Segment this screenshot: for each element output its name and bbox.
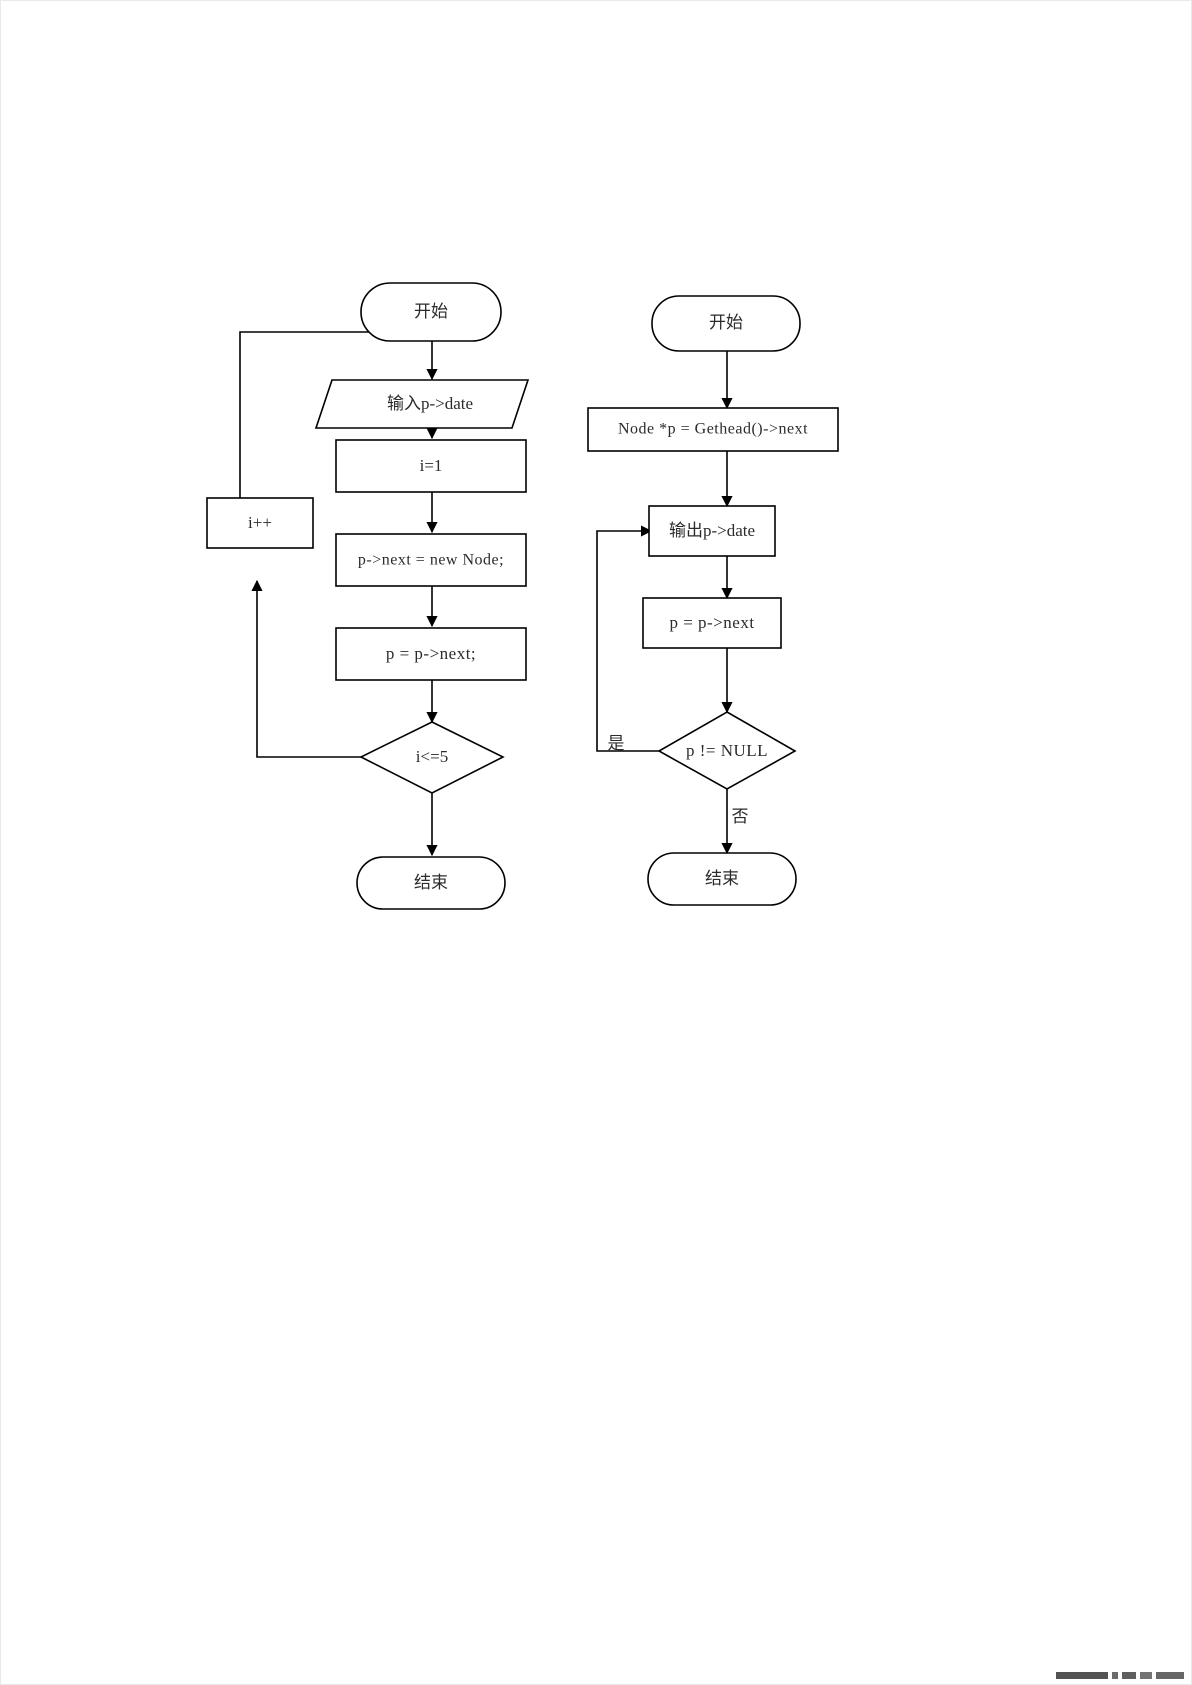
left-input-label: 输入p->date [387, 394, 473, 413]
left-increment-label: i++ [248, 513, 272, 532]
right-end-label: 结束 [705, 869, 739, 888]
left-newnode-label: p->next = new Node; [358, 552, 504, 569]
left-flowchart: 开始 输入p->date i=1 p->next = new Node; p =… [206, 282, 530, 910]
right-advance-label: p = p->next [669, 613, 754, 632]
edge-label-no: 否 [732, 807, 749, 826]
right-advance-node[interactable]: p = p->next [642, 597, 782, 649]
left-end-label: 结束 [414, 873, 448, 892]
left-increment-node[interactable]: i++ [206, 497, 314, 549]
right-flowchart: 是 否 开始 Node *p = Gethead()->next 输出p->da… [587, 295, 839, 906]
right-init-node[interactable]: Node *p = Gethead()->next [587, 407, 839, 452]
left-start-node[interactable]: 开始 [360, 282, 502, 342]
edge-r-cond-yes-loop [596, 525, 659, 752]
left-init-label: i=1 [420, 456, 443, 475]
right-start-node[interactable]: 开始 [651, 295, 801, 352]
right-init-label: Node *p = Gethead()->next [618, 421, 808, 438]
edge-increment-to-input [239, 326, 428, 527]
right-decision-label: p != NULL [686, 741, 768, 760]
right-start-label: 开始 [709, 313, 743, 332]
left-init-node[interactable]: i=1 [335, 439, 527, 493]
left-advance-node[interactable]: p = p->next; [335, 627, 527, 681]
edge-label-yes: 是 [608, 734, 625, 753]
right-output-node[interactable]: 输出p->date [648, 505, 776, 557]
right-end-node[interactable]: 结束 [647, 852, 797, 906]
left-end-node[interactable]: 结束 [356, 856, 506, 910]
edge-cond-to-increment [251, 579, 373, 758]
left-decision-node[interactable]: i<=5 [359, 721, 505, 794]
footer-watermark [1056, 1672, 1184, 1679]
right-output-label: 输出p->date [669, 521, 755, 540]
left-advance-label: p = p->next; [386, 644, 476, 663]
left-newnode-node[interactable]: p->next = new Node; [335, 533, 527, 587]
left-decision-label: i<=5 [416, 747, 448, 766]
left-input-node[interactable]: 输入p->date [314, 379, 530, 429]
right-decision-node[interactable]: p != NULL [657, 711, 797, 790]
left-start-label: 开始 [414, 302, 448, 321]
